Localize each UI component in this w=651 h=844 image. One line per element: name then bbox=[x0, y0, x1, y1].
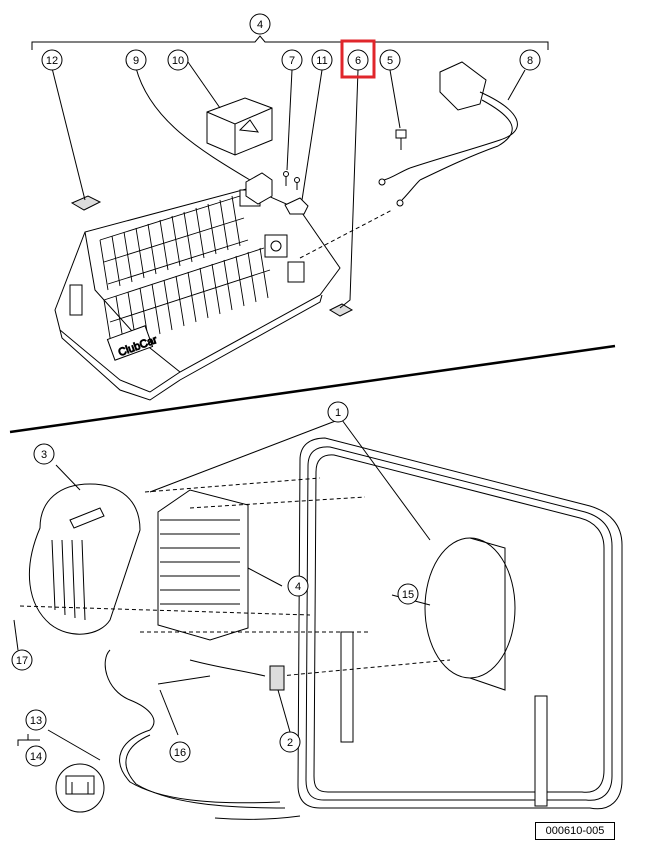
callout-label: 14 bbox=[30, 751, 42, 763]
callout-circle bbox=[249, 13, 271, 35]
callout-circle bbox=[281, 49, 303, 71]
callout-c10: 10 bbox=[167, 49, 189, 71]
part-11-clip bbox=[284, 197, 309, 215]
callout-c17: 17 bbox=[11, 649, 33, 671]
callout-c5: 5 bbox=[379, 49, 401, 71]
callout-label: 4 bbox=[257, 19, 263, 31]
callout-c8: 8 bbox=[519, 49, 541, 71]
callout-label: 4 bbox=[295, 581, 301, 593]
callout-c1: 1 bbox=[327, 401, 349, 423]
callout-circle bbox=[41, 49, 63, 71]
figure-id: 000610-005 bbox=[535, 822, 615, 840]
callout-c7: 7 bbox=[281, 49, 303, 71]
part-13-harness bbox=[104, 649, 301, 820]
leader-lines-top bbox=[51, 61, 526, 309]
section-divider bbox=[9, 344, 616, 434]
callout-c13: 13 bbox=[25, 709, 47, 731]
callout-circle bbox=[25, 709, 47, 731]
callout-circle bbox=[169, 741, 191, 763]
group-bracket-13 bbox=[17, 734, 40, 746]
part-8-harness bbox=[378, 61, 518, 207]
callout-c4_top: 4 bbox=[249, 13, 271, 35]
mount-bracket-left bbox=[340, 631, 354, 743]
part-3-cover bbox=[28, 483, 141, 635]
callout-circle bbox=[519, 49, 541, 71]
callout-c15: 15 bbox=[397, 583, 419, 605]
leader-lines-bottom bbox=[13, 419, 431, 761]
callout-circle bbox=[379, 49, 401, 71]
mount-bracket-right bbox=[534, 695, 548, 807]
callout-label: 6 bbox=[355, 55, 361, 67]
part-6-nut bbox=[328, 303, 354, 317]
callout-circle bbox=[311, 49, 333, 71]
part-10-cover bbox=[206, 97, 273, 156]
part-4-controller-side bbox=[157, 489, 249, 641]
part-12-pad bbox=[70, 195, 102, 211]
callout-label: 7 bbox=[289, 55, 295, 67]
callout-label: 8 bbox=[527, 55, 533, 67]
callout-circle bbox=[11, 649, 33, 671]
group-bracket-top bbox=[31, 35, 549, 50]
highlight-box bbox=[340, 39, 376, 79]
part-2-gasket bbox=[269, 665, 285, 691]
callout-circle bbox=[33, 443, 55, 465]
callout-circle bbox=[347, 49, 369, 71]
callout-circle bbox=[167, 49, 189, 71]
callout-circle bbox=[279, 731, 301, 753]
callout-circle bbox=[397, 583, 419, 605]
callout-circle bbox=[125, 49, 147, 71]
part-14-fuse bbox=[55, 763, 105, 813]
part-9-boot bbox=[245, 172, 273, 205]
callout-label: 5 bbox=[387, 55, 393, 67]
part-5-screw bbox=[395, 129, 407, 150]
callout-c4_bottom: 4 bbox=[287, 575, 309, 597]
callout-label: 2 bbox=[287, 737, 293, 749]
callout-label: 15 bbox=[402, 589, 414, 601]
callout-c11: 11 bbox=[311, 49, 333, 71]
callout-c9: 9 bbox=[125, 49, 147, 71]
callout-c16: 16 bbox=[169, 741, 191, 763]
callout-label: 3 bbox=[41, 449, 47, 461]
callout-label: 9 bbox=[133, 55, 139, 67]
callout-circle bbox=[287, 575, 309, 597]
callout-c3: 3 bbox=[33, 443, 55, 465]
part-16-bolt bbox=[157, 675, 211, 685]
callout-c6: 6 bbox=[347, 49, 369, 71]
dashed-lines-bottom bbox=[19, 477, 451, 677]
callout-circle bbox=[25, 745, 47, 767]
callout-label: 13 bbox=[30, 715, 42, 727]
callout-label: 16 bbox=[174, 747, 186, 759]
controller-top-view: ClubCar bbox=[54, 187, 341, 401]
callout-c14: 14 bbox=[25, 745, 47, 767]
callout-label: 17 bbox=[16, 655, 28, 667]
callout-c12: 12 bbox=[41, 49, 63, 71]
part-15-canister bbox=[424, 537, 516, 691]
callout-label: 1 bbox=[335, 407, 341, 419]
callout-circle bbox=[327, 401, 349, 423]
part-7-screws bbox=[283, 171, 300, 190]
callout-c2: 2 bbox=[279, 731, 301, 753]
callout-label: 11 bbox=[316, 55, 327, 67]
callout-label: 10 bbox=[172, 55, 184, 67]
callout-label: 12 bbox=[46, 55, 58, 67]
